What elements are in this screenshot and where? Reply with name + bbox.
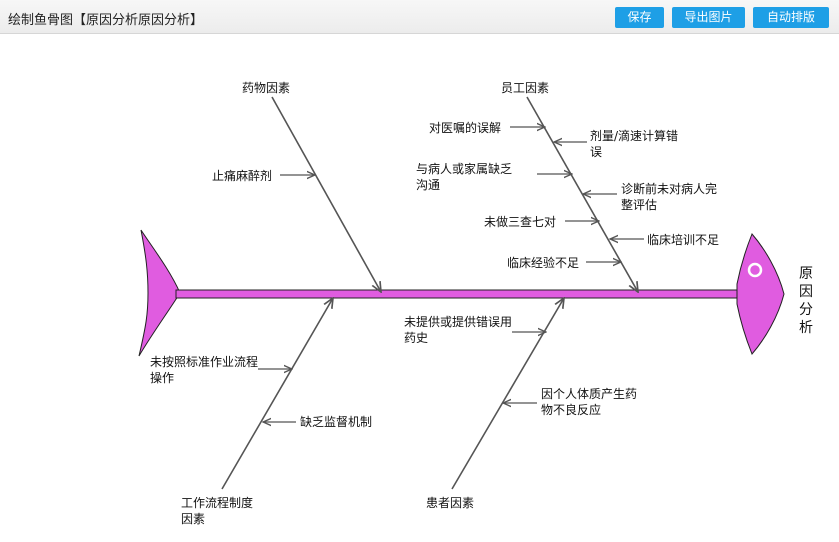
cause-staff-3: 与病人或家属缺乏沟通 — [416, 161, 512, 192]
cause-drug-1: 止痛麻醉剂 — [212, 168, 272, 183]
toolbar: 绘制鱼骨图【原因分析原因分析】 保存 导出图片 自动排版 — [0, 0, 839, 34]
cause-patient-2: 因个人体质产生药物不良反应 — [541, 387, 637, 417]
cause-process-1: 未按照标准作业流程操作 — [150, 354, 258, 385]
cause-staff-7: 临床经验不足 — [507, 255, 579, 270]
cause-staff-2: 剂量/滴速计算错误 — [590, 128, 678, 159]
page-title: 绘制鱼骨图【原因分析原因分析】 — [8, 13, 204, 28]
cause-staff-5: 未做三查七对 — [484, 214, 556, 229]
cause-patient-1: 未提供或提供错误用药史 — [404, 314, 512, 345]
fish-head — [736, 233, 785, 355]
cause-staff-1: 对医嘱的误解 — [429, 120, 501, 135]
fish-eye-icon — [747, 262, 763, 278]
auto-layout-button[interactable]: 自动排版 — [753, 7, 829, 28]
category-staff: 员工因素 — [501, 81, 549, 95]
bone-process — [221, 298, 333, 490]
cause-staff-4: 诊断前未对病人完整评估 — [621, 181, 717, 212]
fish-spine — [175, 289, 740, 299]
bone-drug — [271, 96, 381, 292]
category-patient: 患者因素 — [426, 496, 474, 510]
cause-process-2: 缺乏监督机制 — [300, 414, 372, 429]
category-drug: 药物因素 — [242, 81, 290, 95]
cause-staff-6: 临床培训不足 — [647, 232, 719, 247]
fish-tail — [138, 229, 181, 357]
category-process: 工作流程制度因素 — [181, 495, 253, 526]
head-label: 原因分析 — [799, 266, 813, 336]
save-button[interactable]: 保存 — [615, 7, 664, 28]
export-image-button[interactable]: 导出图片 — [672, 7, 745, 28]
fishbone-diagram: 原因分析 药物因素 员工因素 工作流程制度因素 患者因素 止痛麻醉剂 对医嘱的误… — [138, 81, 813, 526]
